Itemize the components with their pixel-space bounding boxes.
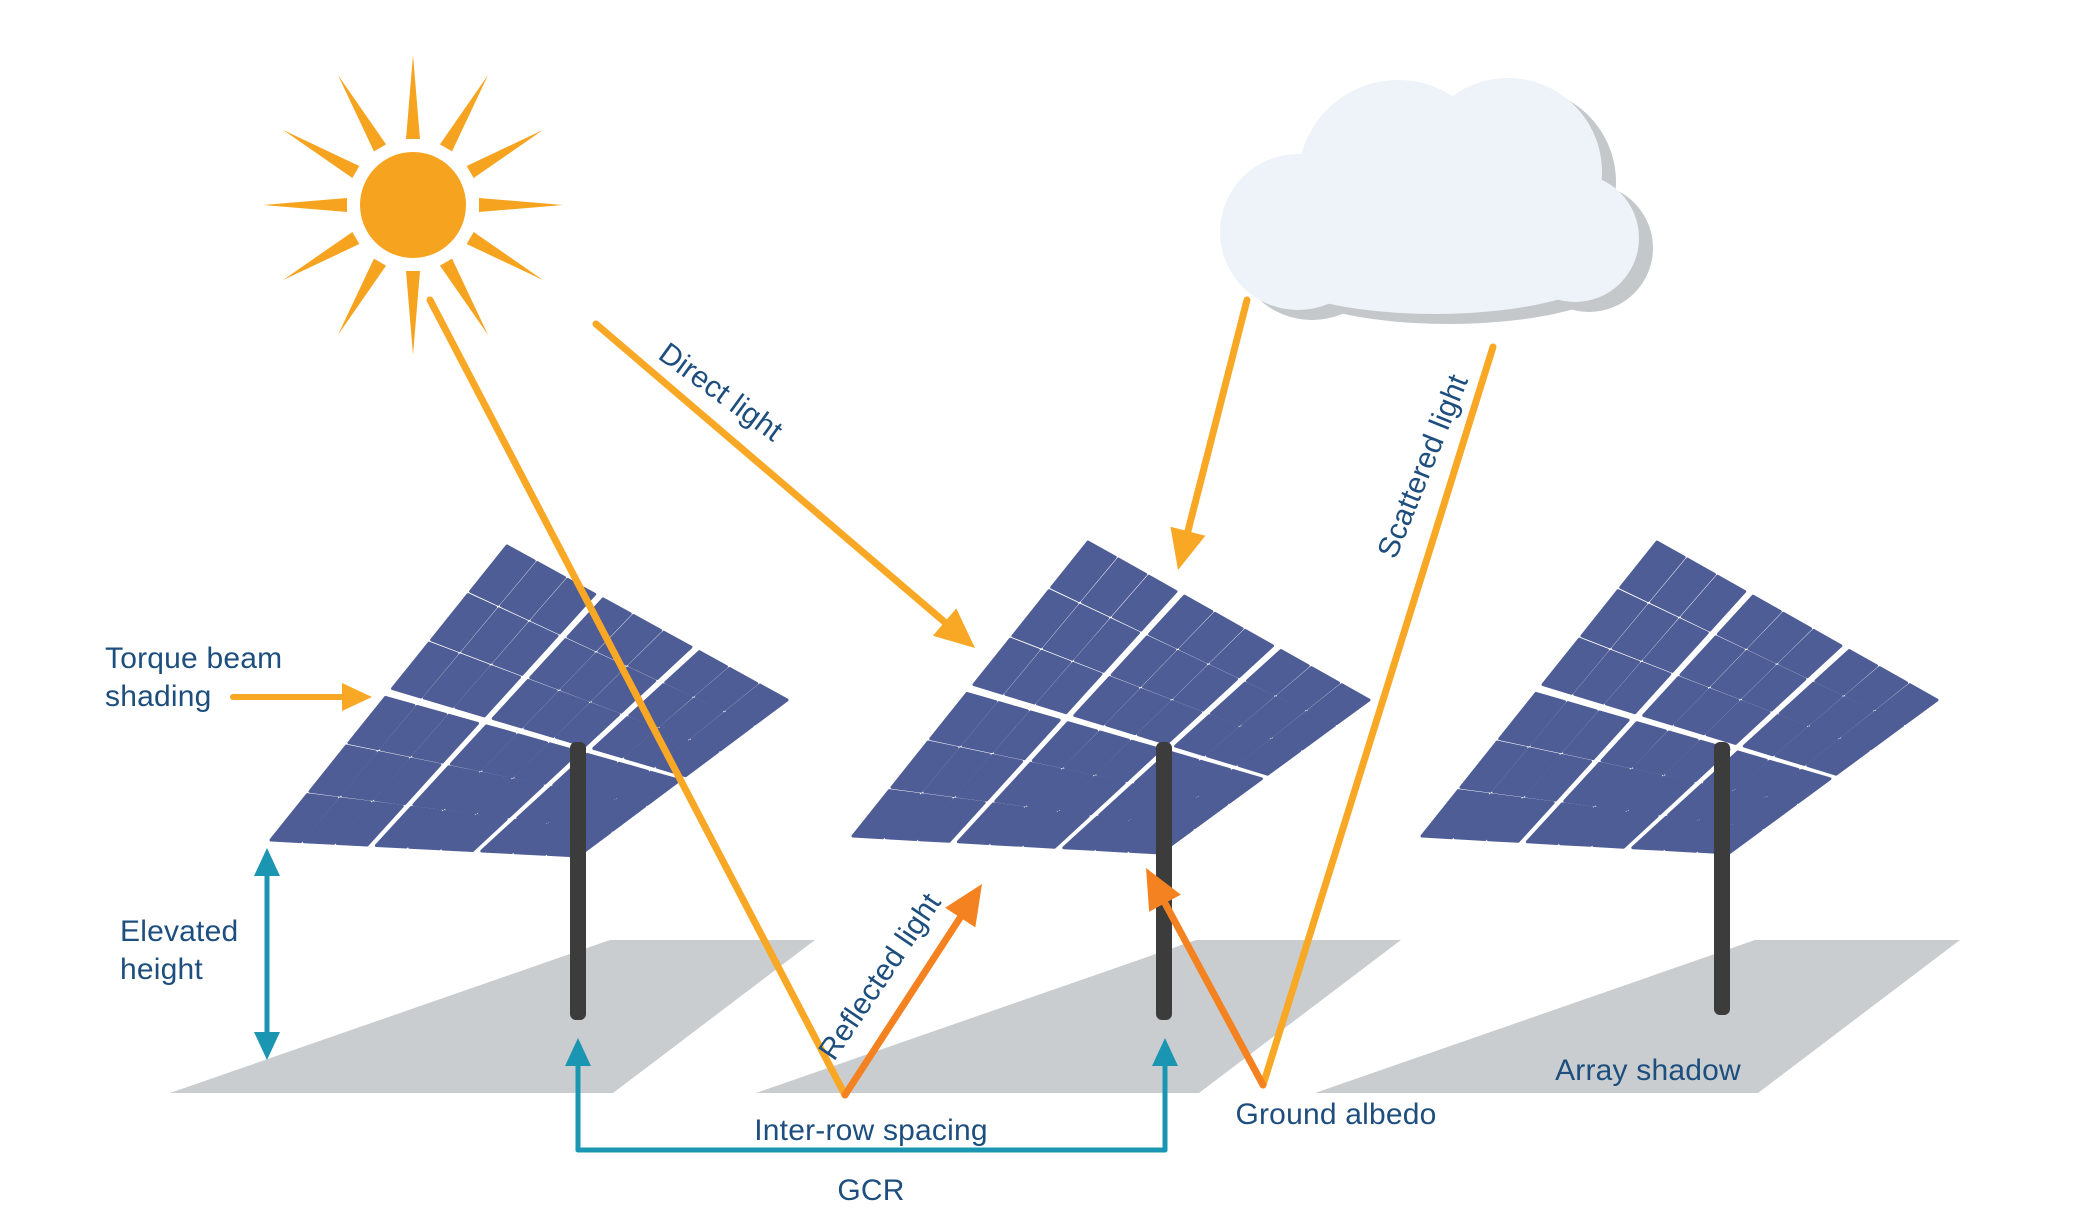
array-shadow-2 xyxy=(756,940,1401,1093)
scattered-light-ray xyxy=(1259,343,1497,1089)
scattered-light-label: Scattered light xyxy=(1371,370,1475,563)
elevated-height-label-line2: height xyxy=(120,953,203,986)
array-shadow-label: Array shadow xyxy=(1555,1054,1741,1087)
solar-panel-2 xyxy=(851,540,1371,855)
elevated-height-label-line1: Elevated xyxy=(120,915,238,948)
torque-beam-shading-label-line1: Torque beam xyxy=(105,642,282,675)
array-shadow-1 xyxy=(170,940,815,1093)
sun-to-ground-ray xyxy=(426,296,849,1099)
array-shadow-3 xyxy=(1315,940,1960,1093)
cloud-to-panel-ray xyxy=(1170,296,1251,570)
sun-rays xyxy=(263,55,563,355)
pole-2 xyxy=(1156,742,1172,1020)
pole-3 xyxy=(1714,742,1730,1015)
cloud-icon xyxy=(1220,78,1653,324)
inter-row-bracket xyxy=(565,1038,1178,1153)
inter-row-spacing-label: Inter-row spacing xyxy=(754,1114,988,1147)
sun-icon xyxy=(263,55,563,355)
ground-albedo-arrow xyxy=(1146,868,1267,1089)
torque-beam-shading-label-line2: shading xyxy=(105,680,212,713)
solar-panel-3 xyxy=(1420,540,1939,855)
reflected-light-arrow xyxy=(841,884,982,1099)
elevated-height-arrow xyxy=(254,848,280,1060)
direct-light-ray xyxy=(592,320,975,648)
torque-beam-arrow xyxy=(230,683,372,711)
pole-1 xyxy=(570,742,586,1020)
ground-albedo-label: Ground albedo xyxy=(1235,1098,1436,1131)
solar-panel-1 xyxy=(269,544,789,858)
gcr-label: GCR xyxy=(837,1174,904,1207)
